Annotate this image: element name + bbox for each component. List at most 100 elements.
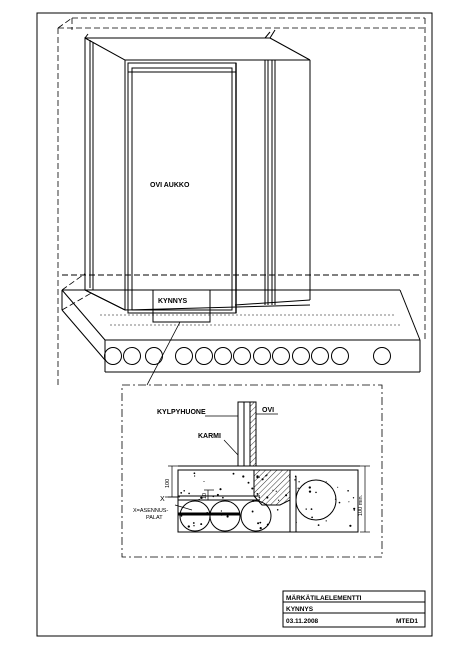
- concrete-speckle: [261, 478, 264, 481]
- slab-core-circle: [214, 347, 232, 365]
- concrete-speckle: [200, 496, 203, 499]
- concrete-speckle: [200, 523, 203, 526]
- detail-frame: [121, 384, 383, 558]
- slab-core-circle: [272, 347, 290, 365]
- concrete-speckle: [226, 515, 229, 518]
- concrete-speckle: [188, 492, 190, 495]
- concrete-speckle: [258, 496, 260, 499]
- dimension-10-label: 10: [202, 493, 208, 499]
- slab-core-circle: [253, 347, 271, 365]
- callout-leader: [146, 321, 181, 386]
- concrete-speckle: [349, 524, 352, 527]
- slab-core-circle: [373, 347, 391, 365]
- x-marker: X: [160, 496, 165, 503]
- floor-edge: [84, 289, 311, 311]
- concrete-speckle: [251, 487, 254, 490]
- concrete-speckle: [193, 472, 196, 475]
- leader-x-note: [174, 504, 193, 511]
- concrete-speckle: [206, 512, 209, 514]
- concrete-speckle: [315, 491, 317, 494]
- concrete-speckle: [219, 488, 222, 491]
- concrete-speckles: [180, 472, 356, 530]
- concrete-speckle: [337, 486, 339, 488]
- slab-core-circle: [123, 347, 141, 365]
- door-opening: [127, 62, 237, 314]
- isometric-view: [57, 17, 426, 386]
- concrete-speckle: [259, 526, 262, 530]
- concrete-speckle: [221, 514, 223, 516]
- concrete-speckle: [252, 499, 255, 502]
- concrete-speckle: [180, 491, 183, 494]
- slab-core-circle: [145, 347, 163, 365]
- concrete-speckle: [251, 510, 254, 513]
- concrete-speckle: [276, 509, 279, 511]
- concrete-speckle: [256, 475, 259, 478]
- door-opening-label: OVI AUKKO: [150, 182, 190, 189]
- leader-karmi: [223, 439, 239, 456]
- concrete-speckle: [272, 489, 274, 491]
- slab-core-circle: [195, 347, 213, 365]
- concrete-speckle: [294, 475, 297, 478]
- threshold-callout-box: [152, 289, 211, 323]
- concrete-speckle: [285, 494, 288, 497]
- hollow-core-slab: [61, 274, 421, 373]
- slab-core-circle: [311, 347, 329, 365]
- concrete-speckle: [348, 501, 350, 503]
- concrete-speckle: [338, 501, 341, 504]
- concrete-speckle: [232, 472, 235, 475]
- concrete-speckle: [277, 499, 280, 501]
- corner-post: [264, 60, 276, 305]
- concrete-speckle: [193, 525, 195, 527]
- concrete-speckle: [187, 525, 190, 528]
- slab-core-circle: [175, 347, 193, 365]
- slab-core-circle: [292, 347, 310, 365]
- concrete-speckle: [266, 523, 269, 526]
- threshold-detail: [174, 401, 360, 533]
- door-leaf: [249, 401, 257, 467]
- concrete-speckle: [198, 498, 200, 501]
- slab-core-circle: [233, 347, 251, 365]
- concrete-speckle: [192, 522, 195, 524]
- concrete-speckle: [266, 496, 269, 499]
- concrete-speckle: [334, 498, 337, 500]
- concrete-speckle: [216, 493, 219, 496]
- slab-core-circle: [331, 347, 349, 365]
- concrete-speckle: [289, 476, 291, 478]
- karmi-label: KARMI: [198, 433, 221, 440]
- threshold-profile: [253, 469, 291, 506]
- concrete-speckle: [310, 508, 313, 510]
- title-element: MÄRKÄTILAELEMENTTI: [286, 594, 362, 602]
- module-body: [84, 29, 311, 311]
- concrete-speckle: [259, 521, 262, 524]
- dimension-100-min-label: 100 min.: [358, 494, 364, 516]
- concrete-speckle: [258, 476, 260, 478]
- concrete-speckle: [180, 515, 183, 517]
- sheet-border: [36, 12, 433, 637]
- x-note-line2: PALAT: [146, 515, 163, 521]
- concrete-speckle: [203, 481, 205, 482]
- core-circle: [209, 500, 241, 532]
- title-code: MTED1: [396, 618, 418, 625]
- concrete-speckle: [298, 481, 300, 483]
- concrete-speckle: [242, 475, 245, 478]
- concrete-speckle: [308, 490, 312, 493]
- concrete-speckle: [305, 508, 307, 510]
- concrete-speckle: [308, 486, 311, 489]
- concrete-speckle: [353, 509, 355, 511]
- concrete-speckle: [222, 496, 224, 499]
- concrete-speckle: [265, 474, 267, 477]
- concrete-speckle: [212, 495, 215, 498]
- core-circle: [240, 500, 272, 532]
- concrete-speckle: [297, 487, 299, 489]
- slab-core-circle: [104, 347, 122, 365]
- concrete-speckle: [220, 510, 223, 512]
- concrete-speckle: [352, 497, 355, 499]
- threshold-label: KYNNYS: [158, 298, 188, 305]
- concrete-speckle: [247, 481, 250, 484]
- slab-cores: [104, 347, 391, 365]
- ovi-label: OVI: [262, 407, 274, 414]
- concrete-speckle: [325, 520, 327, 522]
- concrete-speckle: [256, 493, 259, 495]
- title-block: [282, 590, 426, 628]
